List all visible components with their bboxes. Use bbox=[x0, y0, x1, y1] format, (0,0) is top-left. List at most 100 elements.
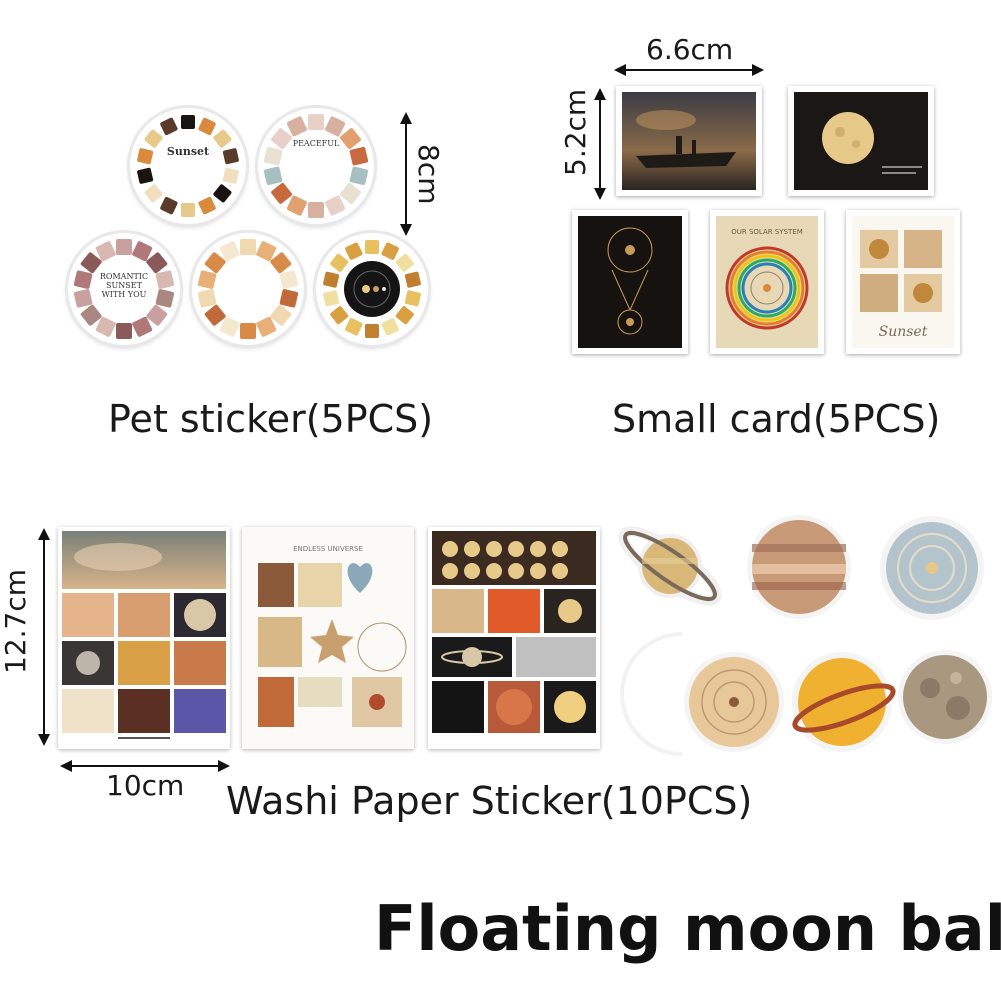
ring-swatch bbox=[286, 195, 307, 216]
card-ship bbox=[616, 86, 762, 196]
ring-swatch bbox=[198, 196, 216, 215]
sticker-text-romantic: ROMANTIC SUNSET WITH YOU bbox=[99, 272, 149, 299]
ring-swatch bbox=[323, 290, 340, 307]
pet-height-arrow bbox=[400, 112, 412, 236]
ring-swatch bbox=[132, 316, 153, 337]
ring-swatch bbox=[155, 289, 175, 308]
washi-height-arrow bbox=[38, 528, 50, 746]
ring-swatch bbox=[240, 323, 256, 339]
sunset-script-text: Sunset bbox=[878, 324, 928, 340]
ring-swatch bbox=[330, 253, 349, 272]
ring-swatch bbox=[80, 252, 102, 274]
ring-swatch bbox=[349, 147, 369, 166]
ring-swatch bbox=[73, 289, 93, 308]
ringed-planet-sticker-icon bbox=[792, 652, 896, 752]
ring-swatch bbox=[73, 270, 93, 289]
chinese-ring-icon bbox=[197, 239, 299, 339]
ring-swatch bbox=[137, 148, 154, 165]
ring-swatch bbox=[325, 195, 346, 216]
washi-sticker-label: Washi Paper Sticker(10PCS) bbox=[226, 779, 753, 823]
washi-sheet-universe: ENDLESS UNIVERSE bbox=[242, 527, 414, 749]
stamps-icon bbox=[852, 216, 954, 348]
washi-width-label: 10cm bbox=[106, 769, 185, 802]
ring-swatch bbox=[263, 166, 283, 185]
ring-swatch bbox=[197, 289, 217, 308]
ring-swatch bbox=[256, 316, 277, 337]
orbit-ring-icon bbox=[323, 240, 421, 338]
ring-swatch bbox=[339, 182, 361, 204]
ring-swatch bbox=[222, 148, 239, 165]
ring-swatch bbox=[146, 252, 168, 274]
grey-moon-sticker-icon bbox=[898, 650, 992, 744]
ring-swatch bbox=[80, 304, 102, 326]
card-height-arrow bbox=[594, 88, 606, 200]
ring-swatch bbox=[155, 270, 175, 289]
sticker-text-peaceful: PEACEFUL bbox=[292, 139, 340, 148]
ring-swatch bbox=[144, 184, 163, 203]
romantic-ring-icon bbox=[73, 239, 175, 339]
ring-swatch bbox=[160, 117, 178, 136]
solar-system-icon bbox=[716, 216, 818, 348]
ring-swatch bbox=[146, 304, 168, 326]
card-width-label: 6.6cm bbox=[646, 33, 734, 66]
ring-swatch bbox=[181, 203, 195, 217]
ring-swatch bbox=[365, 240, 379, 254]
ring-swatch bbox=[198, 117, 216, 136]
ship-scene-icon bbox=[622, 92, 756, 190]
ring-swatch bbox=[349, 166, 369, 185]
washi-width-arrow bbox=[60, 760, 230, 772]
ring-swatch bbox=[323, 271, 340, 288]
ring-swatch bbox=[95, 316, 116, 337]
card-moon bbox=[788, 86, 934, 196]
ring-swatch bbox=[197, 270, 217, 289]
ring-swatch bbox=[213, 129, 232, 148]
ring-swatch bbox=[279, 270, 299, 289]
ring-swatch bbox=[365, 324, 379, 338]
sticker-text-sunset: Sunset bbox=[166, 145, 210, 158]
solar-system-text: OUR SOLAR SYSTEM bbox=[731, 228, 803, 236]
planet-orbit-sticker-icon bbox=[684, 652, 784, 752]
moon-phases-sheet-icon bbox=[432, 531, 596, 733]
saturn-sticker-icon bbox=[618, 526, 722, 606]
ring-swatch bbox=[308, 202, 324, 218]
ring-swatch bbox=[381, 318, 399, 336]
jupiter-sticker-icon bbox=[747, 515, 851, 619]
ring-swatch bbox=[308, 114, 324, 130]
peaceful-ring-icon bbox=[263, 114, 369, 218]
ring-swatch bbox=[286, 116, 307, 137]
washi-height-label: 12.7cm bbox=[0, 568, 32, 674]
small-card-label: Small card(5PCS) bbox=[612, 397, 941, 441]
ring-swatch bbox=[270, 252, 292, 274]
ring-swatch bbox=[213, 184, 232, 203]
sunset-ring-icon bbox=[137, 115, 239, 217]
full-moon-icon bbox=[794, 92, 928, 190]
ring-swatch bbox=[222, 167, 239, 184]
ring-swatch bbox=[263, 147, 283, 166]
celestial-diagram-icon bbox=[578, 216, 682, 348]
washi-sheet-clouds bbox=[58, 527, 230, 749]
ring-swatch bbox=[144, 129, 163, 148]
ring-swatch bbox=[270, 304, 292, 326]
ring-swatch bbox=[330, 306, 349, 325]
pet-sticker-label: Pet sticker(5PCS) bbox=[108, 397, 434, 441]
ring-swatch bbox=[381, 242, 399, 260]
ring-swatch bbox=[95, 241, 116, 262]
product-title: Floating moon ball bbox=[374, 892, 1001, 965]
ring-swatch bbox=[219, 241, 240, 262]
card-sunset-stamps: Sunset bbox=[846, 210, 960, 354]
card-solar-system: OUR SOLAR SYSTEM bbox=[710, 210, 824, 354]
clouds-sheet-icon bbox=[62, 531, 226, 739]
ring-swatch bbox=[256, 241, 277, 262]
endless-universe-text: ENDLESS UNIVERSE bbox=[293, 545, 363, 553]
ring-swatch bbox=[160, 196, 178, 215]
card-width-arrow bbox=[614, 64, 764, 76]
ring-swatch bbox=[132, 241, 153, 262]
ring-swatch bbox=[116, 323, 132, 339]
pet-sticker-sunset: Sunset bbox=[130, 108, 246, 224]
ring-swatch bbox=[204, 304, 226, 326]
universe-sheet-icon bbox=[242, 527, 414, 749]
pet-sticker-peaceful: PEACEFUL bbox=[258, 108, 374, 224]
ring-swatch bbox=[395, 253, 414, 272]
ring-swatch bbox=[240, 239, 256, 255]
card-height-label: 5.2cm bbox=[559, 88, 592, 176]
